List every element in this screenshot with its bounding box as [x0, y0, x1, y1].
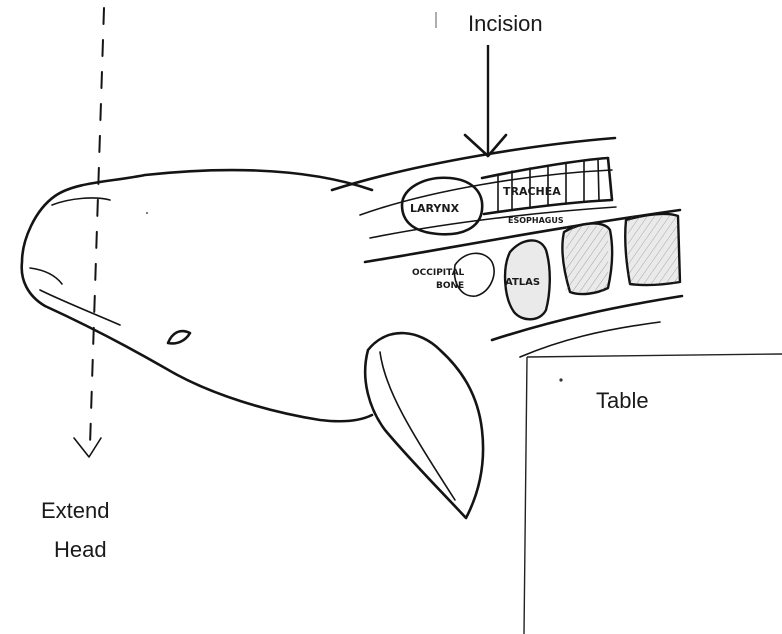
occipital-label-line2: BONE: [436, 281, 464, 291]
extend-head-label-line2: Head: [54, 537, 107, 562]
extend-head-dashed-arrow: [74, 8, 104, 457]
incision-arrow: [465, 45, 506, 156]
table-outline: [524, 354, 782, 634]
atlas-label: ATLAS: [505, 277, 540, 288]
trachea-label: TRACHEA: [503, 185, 561, 198]
occipital-label-line1: OCCIPITAL: [412, 268, 465, 278]
larynx-label: LARYNX: [410, 202, 460, 215]
atlas-vertebra: ATLAS: [505, 240, 550, 319]
cervical-vertebra-2: [562, 223, 612, 294]
head-outline: [22, 170, 483, 518]
esophagus-label: ESOPHAGUS: [508, 216, 564, 225]
incision-label: Incision: [468, 11, 543, 36]
occipital-bone: OCCIPITAL BONE: [412, 253, 494, 296]
extend-head-label-line1: Extend: [41, 498, 110, 523]
trachea: TRACHEA: [482, 158, 612, 214]
cervical-vertebra-3: [625, 214, 680, 285]
speck: [559, 378, 562, 381]
speck: [146, 212, 148, 214]
table-label: Table: [596, 388, 649, 413]
